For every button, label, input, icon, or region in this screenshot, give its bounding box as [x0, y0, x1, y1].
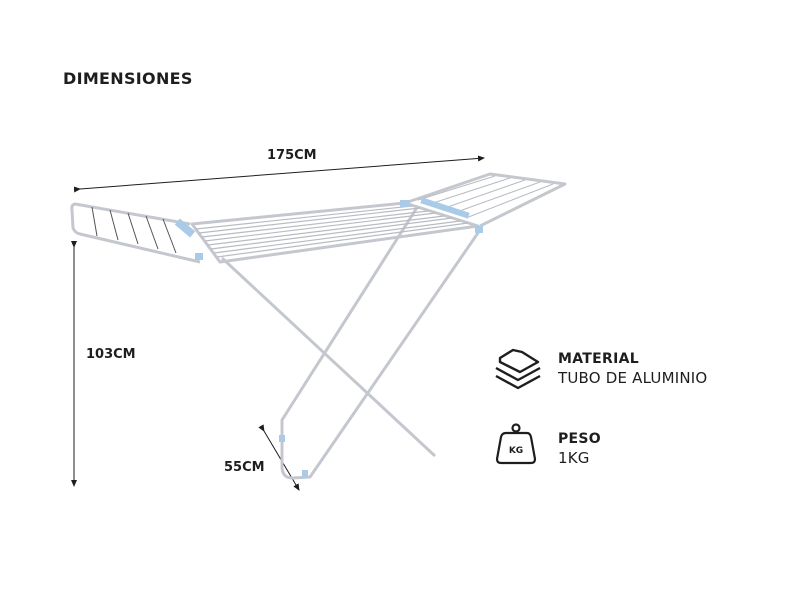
leg-a	[220, 256, 437, 458]
left-wing	[70, 202, 201, 264]
right-wing-rods	[417, 175, 554, 219]
material-label: MATERIAL	[558, 351, 639, 367]
depth-label: 55CM	[224, 460, 265, 475]
rack-rods	[195, 205, 469, 258]
section-title: DIMENSIONES	[63, 69, 193, 88]
weight-value: 1KG	[558, 449, 590, 467]
plastic-joints	[174, 197, 483, 477]
weight-label: PESO	[558, 431, 602, 447]
width-label: 175CM	[267, 148, 317, 163]
leg-b	[280, 205, 482, 480]
rack-frame	[70, 172, 567, 480]
wing-rods	[91, 206, 177, 254]
material-value: TUBO DE ALUMINIO	[558, 369, 708, 387]
right-wing	[404, 172, 567, 228]
width-arrow	[73, 155, 485, 193]
height-label: 103CM	[86, 347, 136, 362]
